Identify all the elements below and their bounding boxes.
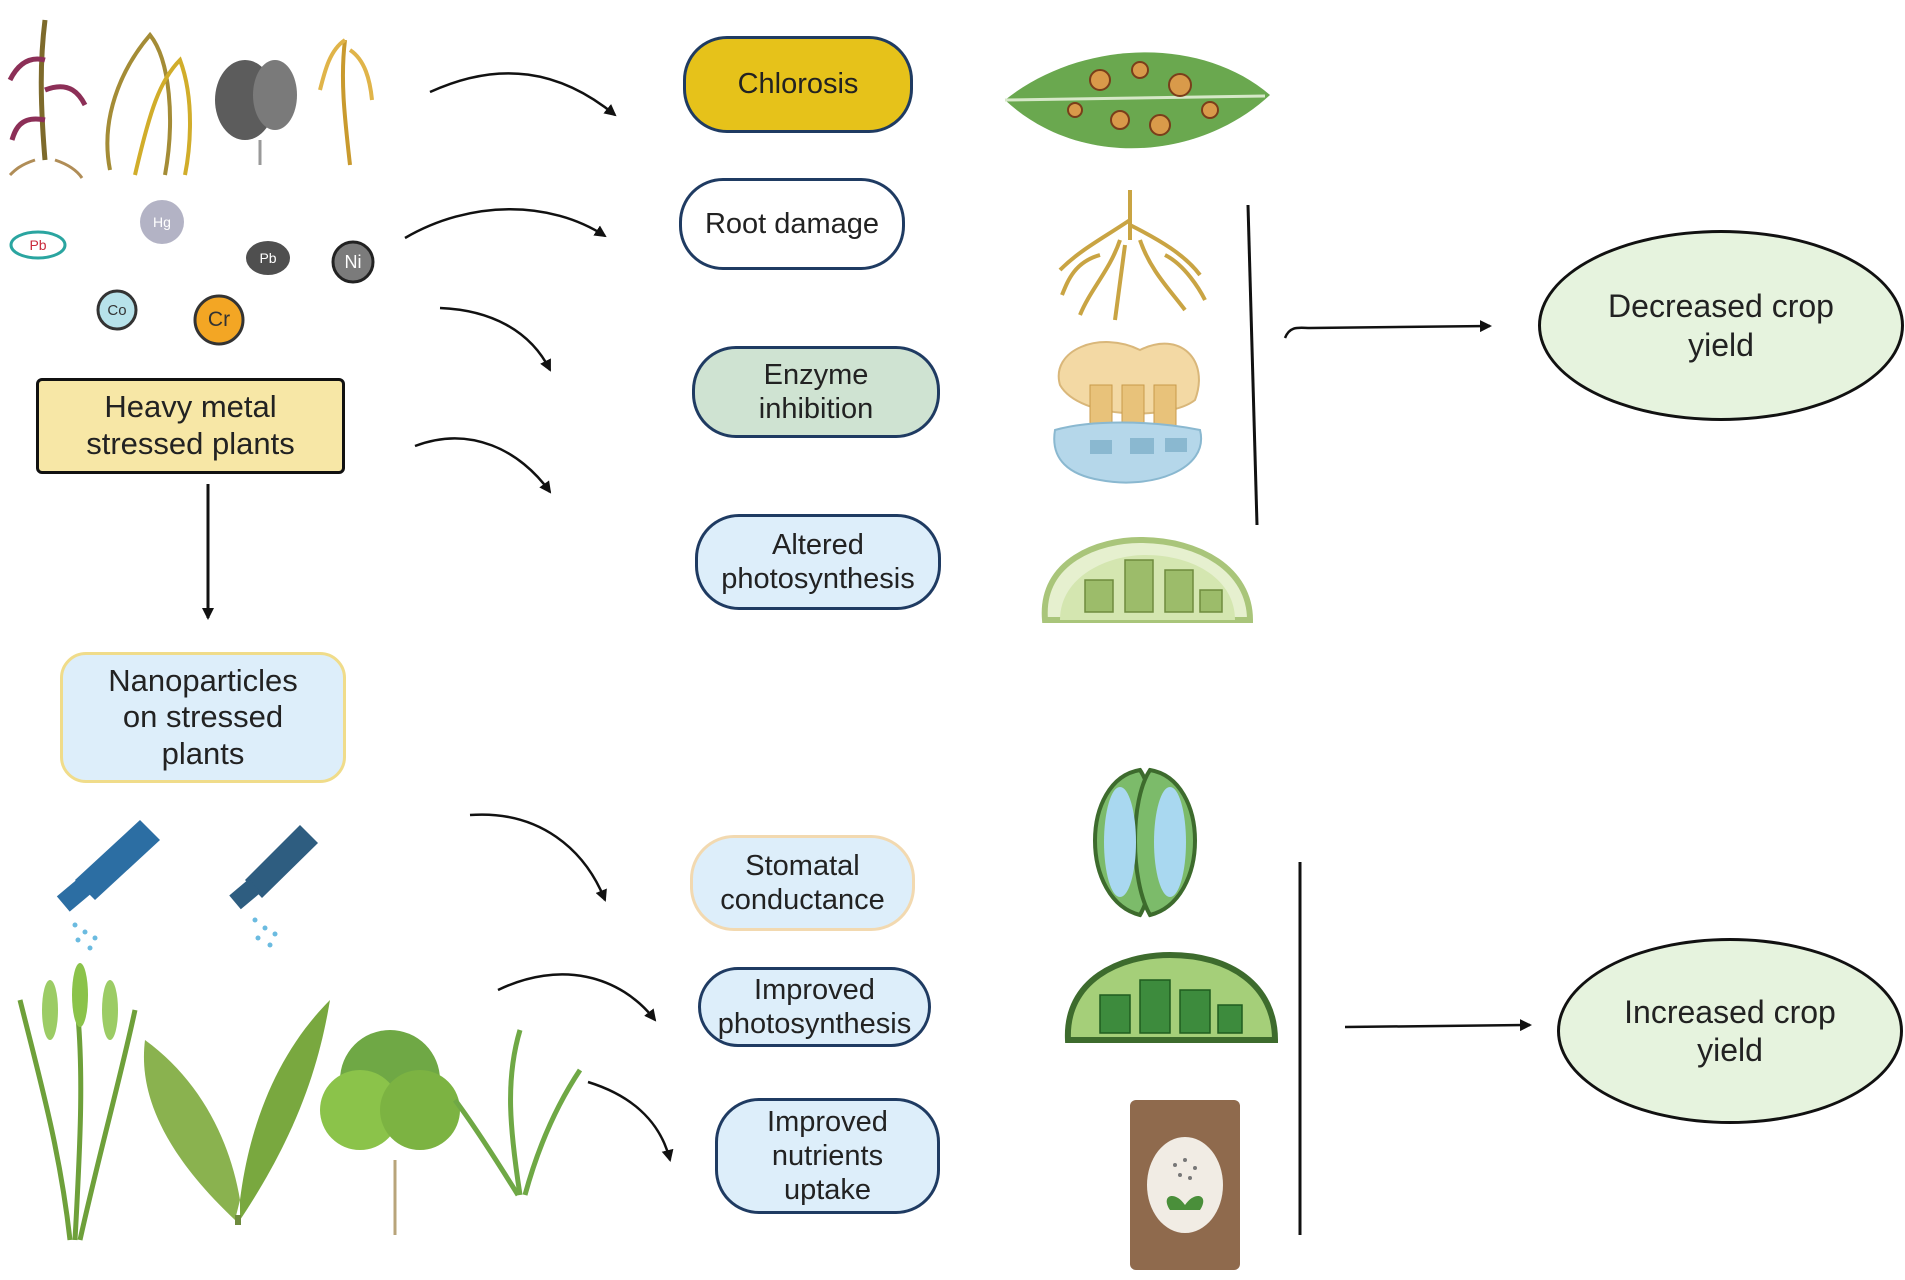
metal-ion-pb-1 xyxy=(9,230,67,260)
stomata-icon xyxy=(1093,767,1197,918)
metal-ion-ni xyxy=(331,240,375,284)
stressed-plants-icon xyxy=(7,19,374,179)
roots-icon xyxy=(1058,190,1207,321)
sprayer-icon xyxy=(56,820,318,951)
heavy-metal-stressed-plants-box: Heavy metal stressed plants xyxy=(36,378,345,474)
nanoparticles-box: Nanoparticles on stressed plants xyxy=(60,652,346,783)
metal-ion-hg xyxy=(140,200,184,244)
outcome-increased-crop-yield: Increased crop yield xyxy=(1557,938,1903,1124)
diseased-leaf-icon xyxy=(1004,52,1270,149)
fertilizer-bag-icon xyxy=(1130,1100,1240,1270)
effect-altered-photosynthesis: Altered photosynthesis xyxy=(695,514,941,610)
metal-ion-pb-2 xyxy=(246,241,290,275)
chloroplast-altered-icon xyxy=(1041,536,1254,623)
metal-label-cr: Cr xyxy=(207,308,231,331)
effect-arrows-positive xyxy=(469,813,674,1162)
chloroplast-improved-icon xyxy=(1064,951,1279,1043)
arrow-to-increased-yield xyxy=(1344,1019,1532,1032)
arrow-to-decreased-yield xyxy=(1283,320,1492,339)
enzyme-icon xyxy=(1053,341,1203,484)
effect-improved-nutrients-uptake: Improved nutrients uptake xyxy=(715,1098,940,1214)
metal-label-hg: Hg xyxy=(153,214,171,230)
healthy-plants-icon xyxy=(17,963,583,1241)
outcome-decreased-crop-yield: Decreased crop yield xyxy=(1538,230,1904,421)
bracket-line-negative xyxy=(1246,204,1259,526)
metal-label-co: Co xyxy=(107,301,127,319)
effect-chlorosis: Chlorosis xyxy=(683,36,913,133)
effect-improved-photosynthesis: Improved photosynthesis xyxy=(698,967,931,1047)
effect-stomatal-conductance: Stomatal conductance xyxy=(690,835,915,931)
metal-ion-co xyxy=(96,289,138,331)
effect-arrows-negative xyxy=(404,72,617,494)
effect-enzyme-inhibition: Enzyme inhibition xyxy=(692,346,940,438)
metal-label-ni: Ni xyxy=(344,251,362,272)
effect-root-damage: Root damage xyxy=(679,178,905,270)
metal-ions xyxy=(9,200,375,346)
metal-ion-cr xyxy=(193,294,245,346)
metal-label-pb-2: Pb xyxy=(259,250,277,266)
metal-label-pb-1: Pb xyxy=(29,237,47,253)
